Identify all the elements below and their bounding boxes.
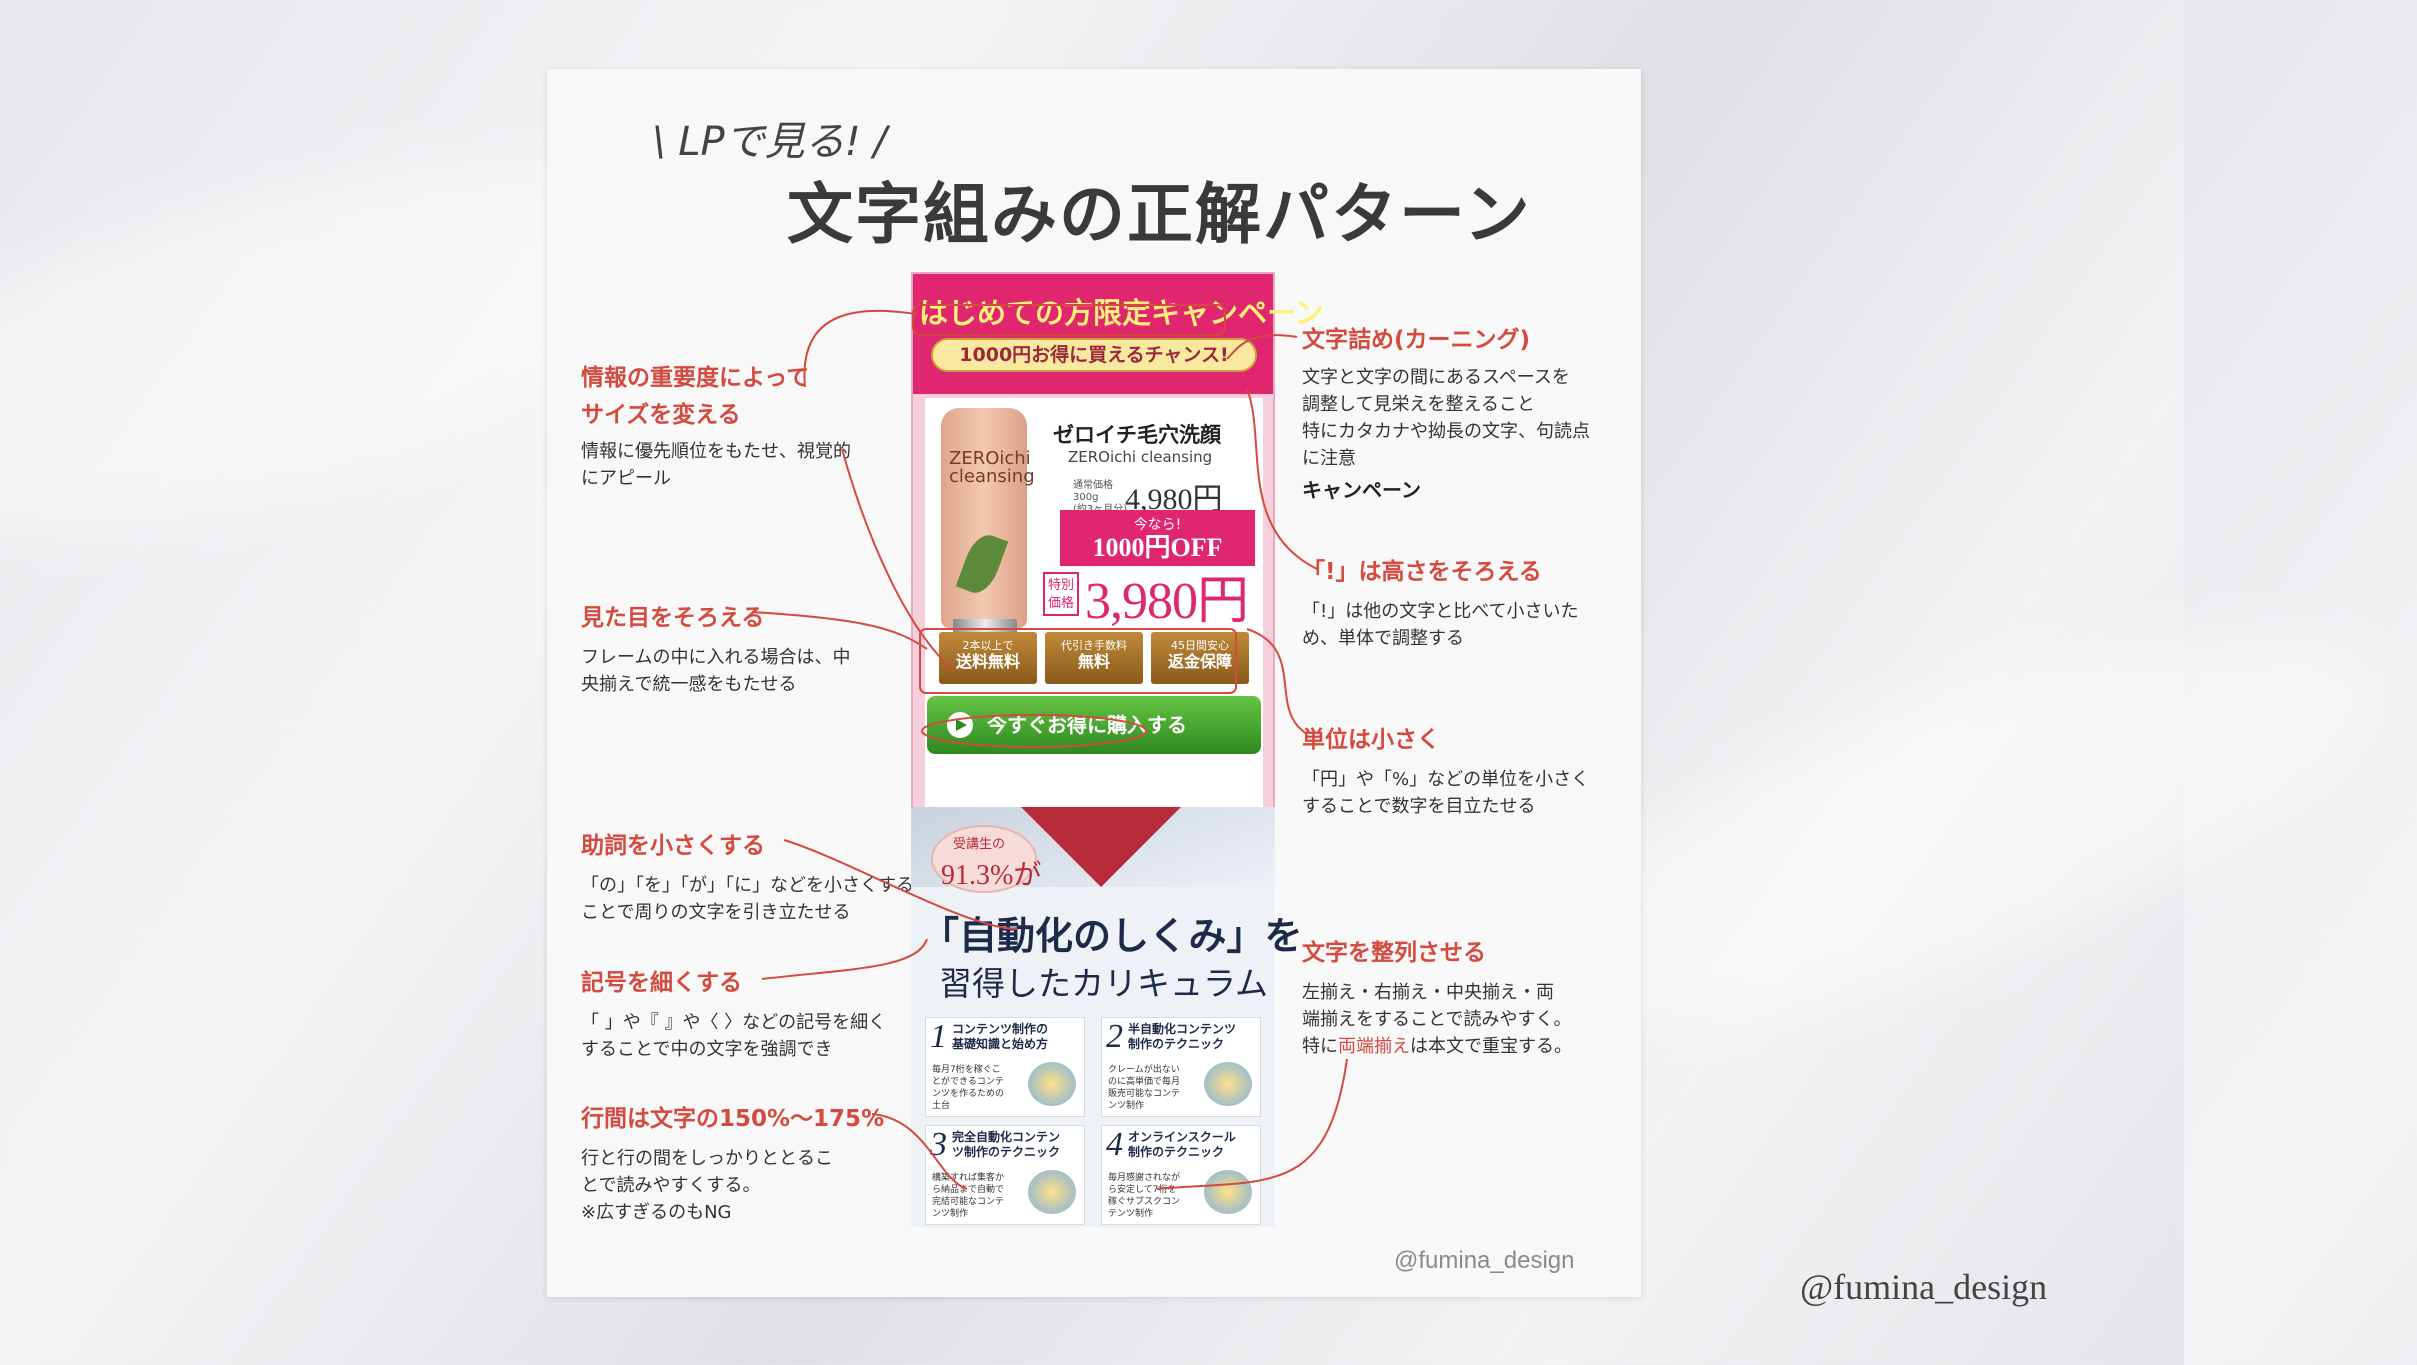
stat-label: 受講生の: [953, 837, 1006, 852]
annotation-body: 「!」は他の文字と比べて小さいた め、単体で調整する: [1302, 601, 1579, 649]
special-price: 3,980円: [1085, 573, 1249, 630]
annotation-body: フレームの中に入れる場合は、中 央揃えで統一感をもたせる: [581, 647, 851, 695]
highlight-frame: [919, 628, 1237, 694]
highlight-ellipse: [921, 714, 1147, 748]
annotation-justify: 文字を整列させる 左揃え・右揃え・中央揃え・両 端揃えをすることで読みやすく。 …: [1302, 933, 1632, 1060]
connector-line: [761, 938, 928, 980]
annotation-body: 行と行の間をしっかりととるこ とで読みやすくする。 ※広すぎるのもNG: [581, 1148, 833, 1223]
product-name: ゼロイチ毛穴洗顔: [1053, 423, 1221, 447]
connector-line: [1246, 628, 1308, 735]
discount-box: 今なら! 1000円OFF: [1060, 510, 1255, 566]
annotation-body: 「の」「を」「が」「に」などを小さくする ことで周りの文字を引き立たせる: [581, 875, 914, 923]
annotation-title: 情報の重要度によって サイズを変える: [581, 365, 810, 428]
growth-chart-icon: [1028, 1170, 1076, 1214]
play-icon: [947, 712, 973, 738]
connector-line: [783, 839, 1018, 930]
product-name-en: ZEROichi cleansing: [1068, 448, 1213, 466]
annotation-body: 文字と文字の間にあるスペースを 調整して見栄えを整えること 特にカタカナや拗長の…: [1302, 367, 1590, 469]
lp-product-mock: はじめての方限定キャンペーン 1000円お得に買えるチャンス! ZEROichi…: [911, 272, 1324, 843]
course-headline: 「自動化のしくみ」を: [921, 914, 1303, 958]
connector-line: [871, 1113, 968, 1190]
lp-course-mock: 受講生の 91.3%が 「自動化のしくみ」を 習得したカリキュラム 1 コンテン…: [911, 807, 1303, 1227]
curriculum-cell: 3 完全自動化コンテン ツ制作のテクニック 構築すれば集客か ら納品まで自動で …: [925, 1125, 1085, 1225]
kerning-example: キャンペーン: [1302, 478, 1421, 502]
annotation-title: 行間は文字の150%〜175%: [581, 1106, 885, 1132]
highlight-frame: [912, 304, 1226, 336]
annotation-symbol: 記号を細くする 「 」や『 』や〈 〉などの記号を細く することで中の文字を強調…: [581, 963, 921, 1063]
annotation-unit: 単位は小さく 「円」や「%」などの単位を小さく することで数字を目立たせる: [1302, 720, 1632, 820]
annotation-title: 助詞を小さくする: [581, 833, 765, 859]
badge-fee: 代引き手数料無料: [1045, 632, 1143, 684]
annotation-importance: 情報の重要度によって サイズを変える 情報に優先順位をもたせ、視覚的 にアピール: [581, 360, 911, 492]
product-tube-image: [941, 408, 1027, 628]
connector-line: [841, 448, 953, 670]
annotation-particle: 助詞を小さくする 「の」「を」「が」「に」などを小さくする ことで周りの文字を引…: [581, 826, 921, 926]
bulb-icon: [1028, 1062, 1076, 1106]
annotation-kerning: 文字詰め(カーニング) 文字と文字の間にあるスペースを 調整して見栄えを整えるこ…: [1302, 320, 1632, 503]
annotation-title: 文字を整列させる: [1302, 940, 1486, 966]
connector-line: [803, 309, 918, 388]
connector-line: [1246, 388, 1318, 570]
annotation-body: 情報に優先順位をもたせ、視覚的 にアピール: [581, 441, 851, 489]
subtitle: \ LPで見る! /: [652, 119, 887, 165]
annotation-body: 「 」や『 』や〈 〉などの記号を細く することで中の文字を強調でき: [581, 1012, 887, 1060]
annotation-title: 文字詰め(カーニング): [1302, 327, 1531, 353]
course-subheadline: 習得したカリキュラム: [939, 964, 1269, 1003]
annotation-title: 「!」は高さをそろえる: [1302, 559, 1542, 585]
annotation-exclaim: 「!」は高さをそろえる 「!」は他の文字と比べて小さいた め、単体で調整する: [1302, 552, 1632, 652]
infographic-card: \ LPで見る! / 文字組みの正解パターン 情報の重要度によって サイズを変え…: [547, 69, 1641, 1297]
regular-price-label: 通常価格 300g (約3ヶ月分): [1073, 480, 1127, 515]
annotation-title: 記号を細くする: [581, 970, 742, 996]
curriculum-cell: 1 コンテンツ制作の 基礎知識と始め方 毎月7桁を稼ぐこ とができるコンテ ンツ…: [925, 1017, 1085, 1117]
annotation-title: 見た目をそろえる: [581, 605, 765, 631]
special-price-label: 特別 価格: [1043, 572, 1079, 616]
chevron-decoration: [1021, 807, 1181, 887]
emphasis-text: 両端揃え: [1338, 1036, 1410, 1057]
laptop-icon: [1204, 1170, 1252, 1214]
annotation-body: 「円」や「%」などの単位を小さく することで数字を目立たせる: [1302, 769, 1590, 817]
annotation-leading: 行間は文字の150%〜175% 行と行の間をしっかりととるこ とで読みやすくする…: [581, 1099, 921, 1226]
curriculum-cell: 2 半自動化コンテンツ 制作のテクニック クレームが出ない のに高単価で毎月 販…: [1101, 1017, 1261, 1117]
badge-refund: 45日間安心返金保障: [1151, 632, 1249, 684]
stat-value: 91.3%が: [941, 860, 1042, 891]
connector-line: [1226, 334, 1298, 360]
campaign-headline: はじめての方限定キャンペーン: [919, 296, 1324, 330]
campaign-pill: 1000円お得に買えるチャンス!: [931, 338, 1257, 372]
tube-label: ZEROichi cleansing: [949, 448, 1035, 487]
curriculum-cell: 4 オンラインスクール 制作のテクニック 毎月感謝されなが ら安定して7桁を 稼…: [1101, 1125, 1261, 1225]
page-title: 文字組みの正解パターン: [787, 176, 1532, 253]
idea-icon: [1204, 1062, 1252, 1106]
connector-line: [751, 611, 928, 650]
annotation-body: 左揃え・右揃え・中央揃え・両 端揃えをすることで読みやすく。 特に両端揃えは本文…: [1302, 982, 1572, 1057]
annotation-align: 見た目をそろえる フレームの中に入れる場合は、中 央揃えで統一感をもたせる: [581, 598, 911, 698]
stat-circle: [931, 825, 1037, 893]
annotation-title: 単位は小さく: [1302, 727, 1440, 753]
outer-watermark: @fumina_design: [1800, 1267, 2048, 1307]
card-watermark: @fumina_design: [1394, 1247, 1575, 1274]
connector-line: [1156, 1058, 1348, 1190]
badge-shipping: 2本以上で送料無料: [939, 632, 1037, 684]
connector-lines: [751, 304, 1348, 1190]
